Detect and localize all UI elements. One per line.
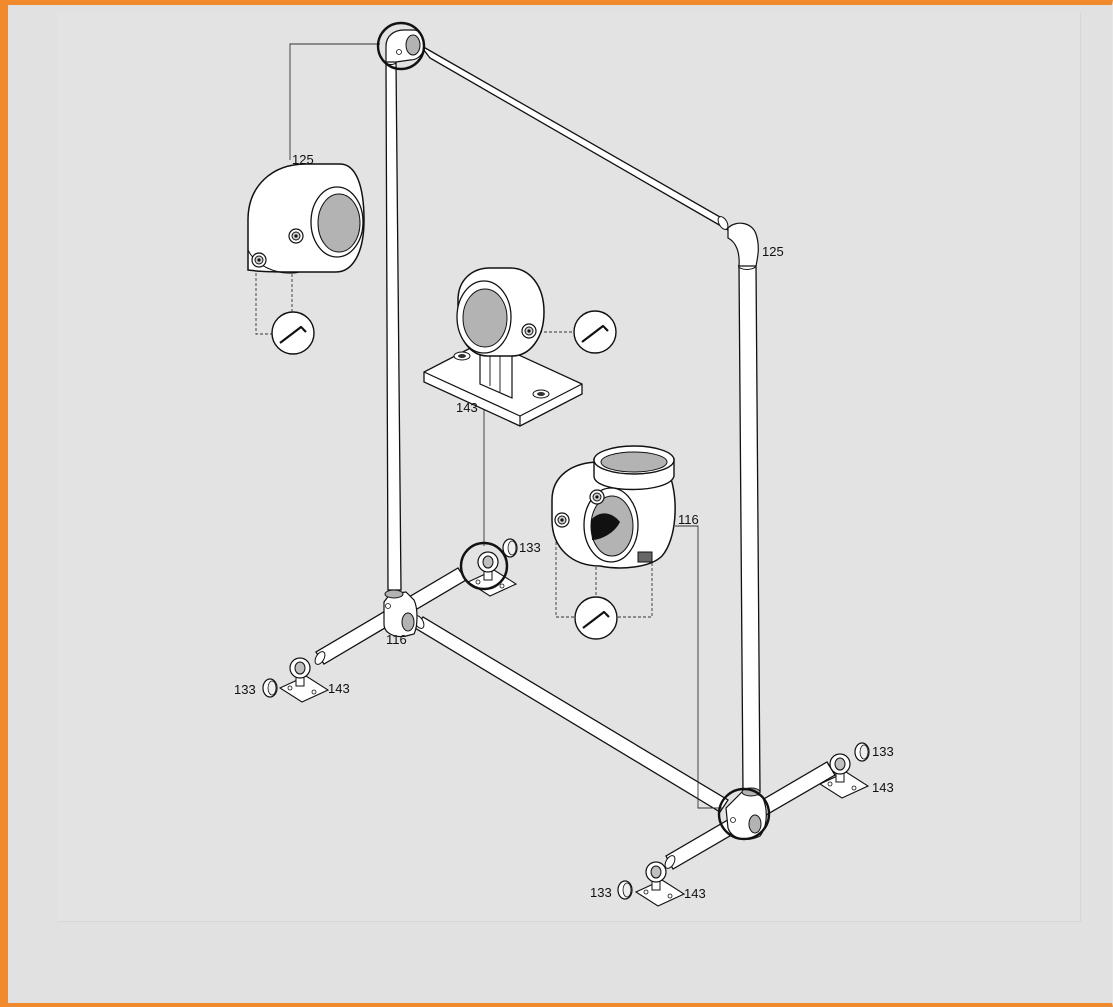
base-flange-middle xyxy=(459,541,517,597)
cross-fitting-detail xyxy=(551,445,676,569)
end-cap-front-left xyxy=(262,678,278,698)
hex-key-icon xyxy=(572,309,618,355)
elbow-fitting-top-left xyxy=(376,21,426,71)
label-cap-right: 133 xyxy=(872,744,894,759)
base-flange-front xyxy=(635,861,685,907)
label-cap-middle: 133 xyxy=(519,540,541,555)
elbow-fitting-detail xyxy=(247,163,365,274)
elbow-fitting-top-right xyxy=(727,222,759,267)
diagram-panel xyxy=(58,13,1081,922)
label-cap-front: 133 xyxy=(590,885,612,900)
base-flange-front-left xyxy=(279,657,329,703)
end-cap-middle xyxy=(502,538,518,558)
label-cross-left: 116 xyxy=(386,632,407,647)
tube-right-vertical xyxy=(738,262,761,793)
tube-top-diagonal xyxy=(419,44,729,231)
tube-left-vertical xyxy=(385,59,402,591)
label-flange-front: 143 xyxy=(684,886,706,901)
hex-key-icon xyxy=(573,595,619,641)
label-elbow-detail: 125 xyxy=(292,152,314,167)
label-base-flange-detail: 143 xyxy=(456,400,478,415)
tube-bottom-diagonal xyxy=(413,615,729,813)
cross-fitting-left xyxy=(383,589,418,638)
cross-fitting-right xyxy=(717,787,771,841)
leader-lines xyxy=(289,43,722,809)
label-flange-right: 143 xyxy=(872,780,894,795)
label-flange-front-left: 143 xyxy=(328,681,350,696)
label-elbow-top-right: 125 xyxy=(762,244,784,259)
base-flange-detail xyxy=(423,267,583,427)
label-cross-detail: 116 xyxy=(678,512,699,527)
end-cap-front xyxy=(617,880,633,900)
end-cap-right xyxy=(854,742,870,762)
hex-key-icon xyxy=(270,310,316,356)
label-cap-front-left: 133 xyxy=(234,682,256,697)
